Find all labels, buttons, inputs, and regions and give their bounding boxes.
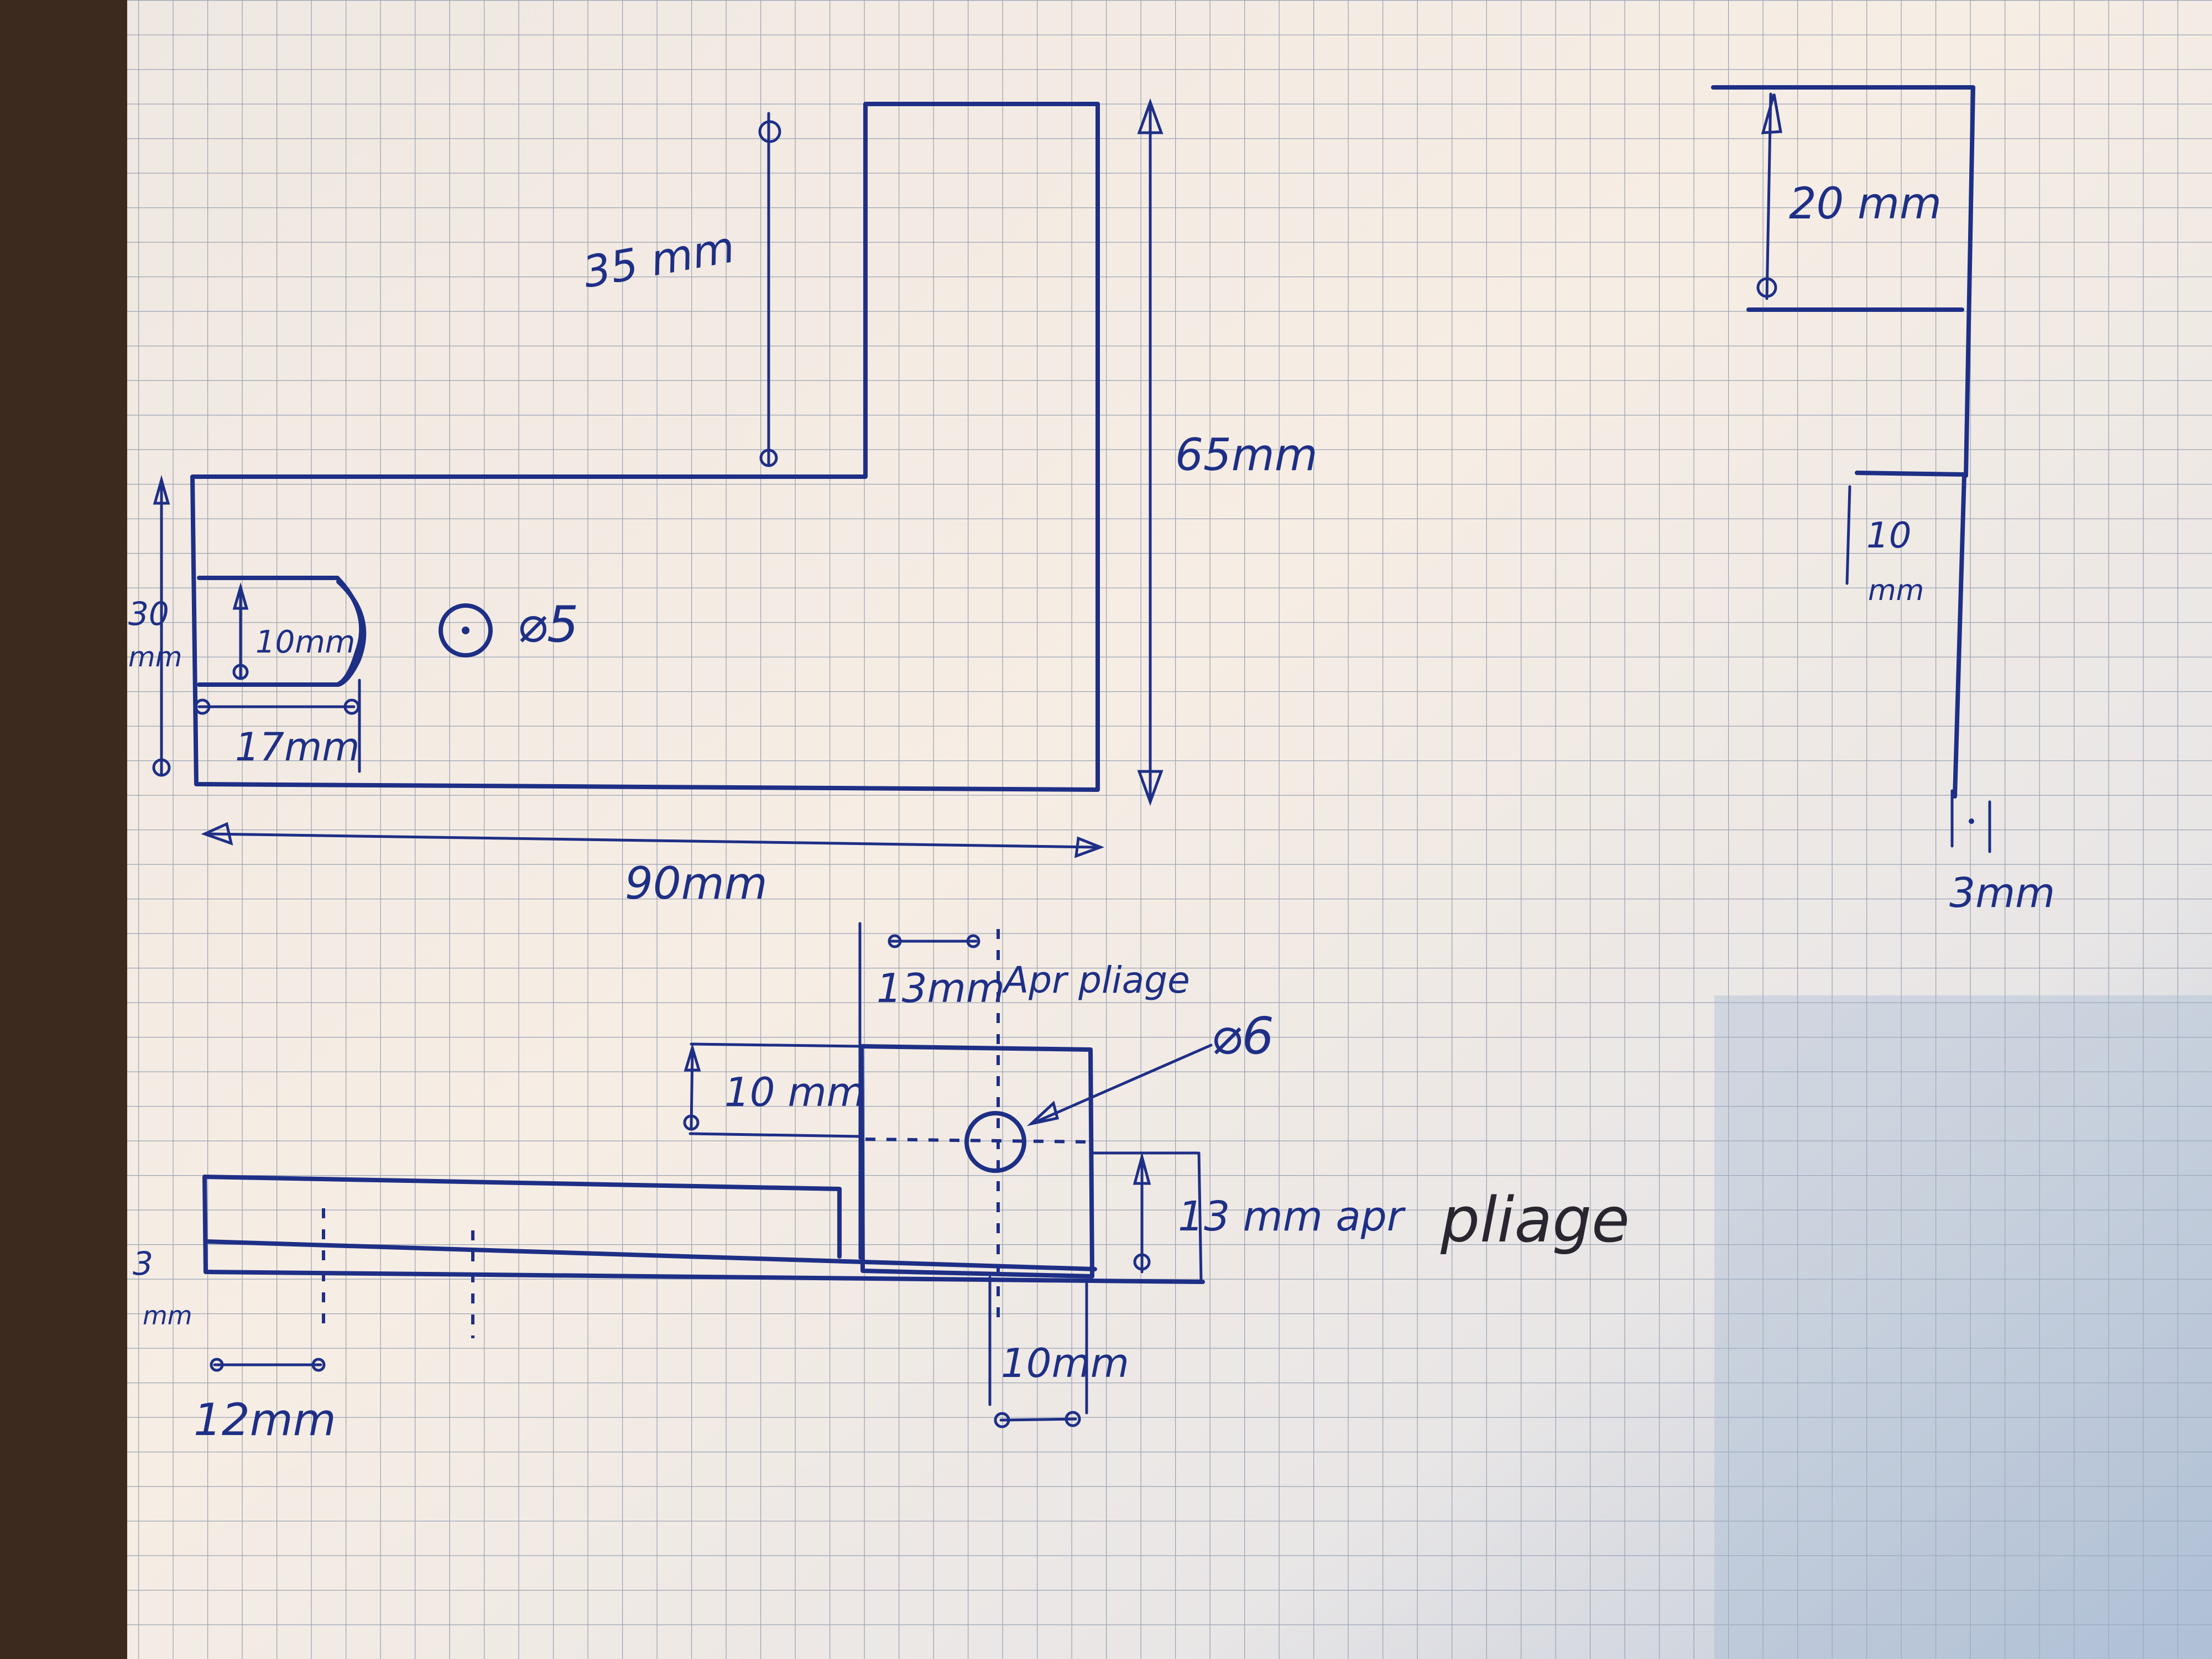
arrow-end	[759, 448, 778, 467]
bottom-view: ⌀6 13mm Apr pliage 10 mm 13 mm apr pliag…	[133, 922, 1630, 1446]
side-right-edge-bottom	[1953, 472, 1966, 799]
dim-3-label: 3mm	[1949, 869, 2055, 917]
arrow-head	[684, 1043, 701, 1072]
arrow-end	[758, 120, 781, 143]
flange-outline	[859, 1044, 1094, 1279]
arrow-head	[1137, 770, 1164, 806]
dim-10-label-bottom: mm	[1868, 574, 1924, 607]
grid-lines	[127, 0, 2212, 1659]
dim-3-label-top: 3	[133, 1245, 153, 1282]
side-step	[1855, 471, 1966, 477]
slot-arc	[336, 580, 367, 687]
dim-13-right-label-b: pliage	[1440, 1185, 1630, 1256]
arrow-end	[888, 934, 902, 948]
dim-12-label: 12mm	[194, 1394, 336, 1446]
dim-65-label: 65mm	[1175, 429, 1318, 481]
l-plate-outline	[190, 102, 1100, 792]
ext-line	[1197, 1151, 1203, 1284]
ext-line	[688, 1132, 862, 1138]
arrow-head	[1133, 1151, 1151, 1185]
after-fold-label: Apr pliage	[1001, 959, 1190, 1001]
arrow-end	[994, 1412, 1010, 1428]
dim-line-20	[1765, 92, 1772, 300]
arrow-end	[1065, 1411, 1081, 1427]
side-view: 20 mm 10 mm 3mm	[1711, 85, 2055, 917]
flange-axis-h	[865, 1138, 1093, 1144]
hole-5-label: ⌀5	[517, 596, 578, 654]
dim-17-label: 17mm	[235, 724, 359, 770]
arrow-end	[966, 934, 980, 948]
arrow-end	[683, 1114, 700, 1131]
bar-middle-edge	[204, 1239, 1097, 1271]
dim-90-label: 90mm	[625, 858, 768, 909]
dim-line-10-bottom	[999, 1417, 1077, 1422]
arrow-head	[232, 582, 249, 610]
arrow-end	[210, 1358, 224, 1372]
hole-6-label: ⌀6	[1211, 1006, 1274, 1066]
arrow-head	[153, 474, 170, 505]
dim-20-label: 20 mm	[1789, 179, 1942, 229]
arrow-head	[1137, 98, 1164, 134]
side-right-edge-top	[1964, 85, 1975, 478]
dim-3-label-bottom: mm	[143, 1301, 192, 1331]
dim-10-bottom-label: 10mm	[1001, 1340, 1129, 1386]
arrow-end	[311, 1358, 326, 1372]
dim-13-top-label: 13mm	[877, 965, 1005, 1011]
arrow-end	[232, 664, 249, 680]
bar-bottom-edge	[204, 1270, 1205, 1284]
leader-6	[1032, 1044, 1213, 1124]
arrow-end	[194, 698, 211, 715]
arrow-head	[1026, 1100, 1060, 1126]
bar-top-edge	[202, 1175, 842, 1191]
hole-5	[439, 603, 493, 658]
dim-13-right-label-a: 13 mm apr	[1178, 1193, 1406, 1240]
arrow-end	[1133, 1253, 1151, 1271]
dim-10-label-top: 10	[1866, 515, 1911, 556]
arrow-end	[1756, 277, 1777, 298]
arrow-head	[201, 822, 233, 846]
dim-10-slot-label: 10mm	[255, 624, 355, 660]
dim-10-left-label: 10 mm	[724, 1069, 865, 1115]
arrow-end	[152, 758, 171, 777]
arrow-head	[1074, 836, 1105, 858]
dim-dot	[1969, 818, 1974, 824]
dim-30-label-bottom: mm	[128, 641, 182, 673]
shadow	[1714, 995, 2212, 1659]
arrow-head	[1761, 93, 1782, 134]
hole-6	[964, 1111, 1026, 1173]
ext-line	[690, 1042, 862, 1048]
dim-line-90	[208, 832, 1097, 849]
dim-30-label-top: 30	[128, 595, 169, 633]
hole-center	[462, 627, 469, 634]
bar-left-edge	[202, 1175, 208, 1274]
dim-line-10-side	[1845, 485, 1851, 585]
